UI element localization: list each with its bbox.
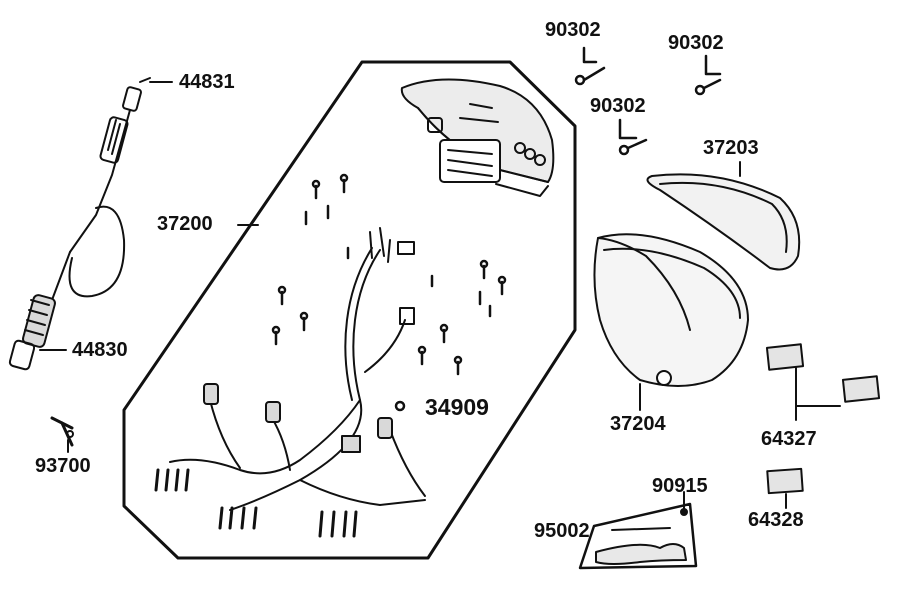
label-37200: 37200 [157, 213, 213, 235]
tube-kit [578, 491, 698, 570]
speedometer-cable [8, 77, 151, 371]
label-37203: 37203 [703, 137, 759, 159]
label-95002: 95002 [534, 520, 590, 542]
screw-93700 [50, 416, 74, 447]
label-64327: 64327 [761, 428, 817, 450]
lens-37203 [646, 161, 801, 271]
reflectors [765, 343, 881, 509]
bolts-90302 [574, 46, 722, 156]
label-90302-a: 90302 [545, 19, 601, 41]
label-90915: 90915 [652, 475, 708, 497]
small-screws [271, 173, 507, 412]
label-34909: 34909 [425, 394, 489, 420]
meter-head [400, 78, 555, 197]
label-93700: 93700 [35, 455, 91, 477]
assembly-outline-37200 [122, 60, 577, 560]
housing-37204 [593, 233, 749, 411]
label-37204: 37204 [610, 413, 666, 435]
label-90302-b: 90302 [668, 32, 724, 54]
wire-harness [154, 227, 426, 538]
label-64328: 64328 [748, 509, 804, 531]
label-90302-c: 90302 [590, 95, 646, 117]
label-44830: 44830 [72, 339, 128, 361]
label-44831: 44831 [179, 71, 235, 93]
